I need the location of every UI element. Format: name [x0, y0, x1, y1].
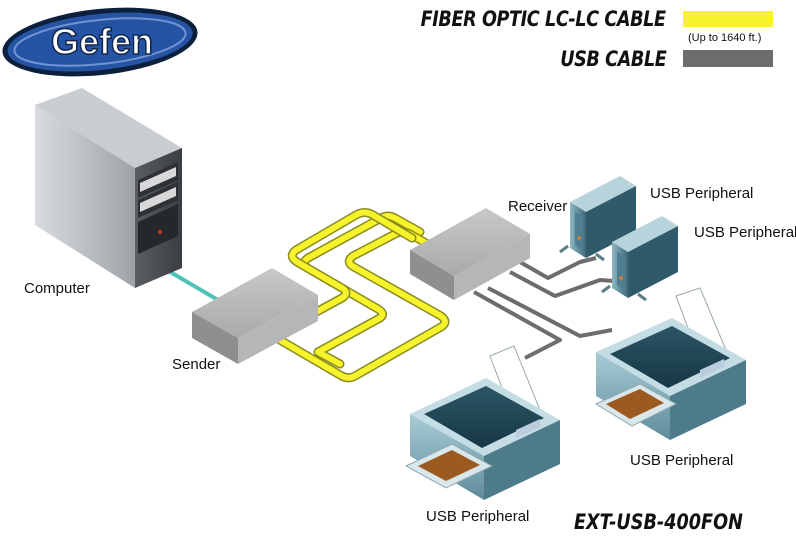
yellow-cable-swatch: [683, 11, 773, 27]
peripheral-2-label: USB Peripheral: [694, 224, 796, 241]
legend-fiber-note: (Up to 1640 ft.): [688, 32, 762, 44]
sender-box-icon: [192, 268, 318, 364]
sender-label: Sender: [172, 356, 221, 373]
gray-cable-swatch: [683, 50, 773, 67]
printer-right-label: USB Peripheral: [630, 452, 734, 469]
computer-label: Computer: [24, 280, 90, 297]
legend-fiber-label: FIBER OPTIC LC-LC CABLE: [421, 7, 666, 31]
computer-tower-icon: [35, 88, 182, 288]
usb-drive-icon-2: [601, 216, 678, 302]
model-number: EXT-USB-400FON: [574, 510, 743, 534]
printer-right-icon: [594, 287, 746, 440]
gefen-logo: Gefen: [2, 7, 198, 77]
peripheral-1-label: USB Peripheral: [650, 185, 754, 202]
printer-left-label: USB Peripheral: [426, 508, 530, 525]
printer-left-icon: [404, 345, 560, 500]
legend-usb-label: USB CABLE: [559, 47, 667, 71]
fiber-cables: [275, 208, 450, 383]
receiver-label: Receiver: [508, 198, 568, 215]
receiver-box-icon: [410, 208, 530, 300]
usb-drive-icon-1: [559, 176, 636, 262]
logo-text: Gefen: [51, 21, 153, 62]
